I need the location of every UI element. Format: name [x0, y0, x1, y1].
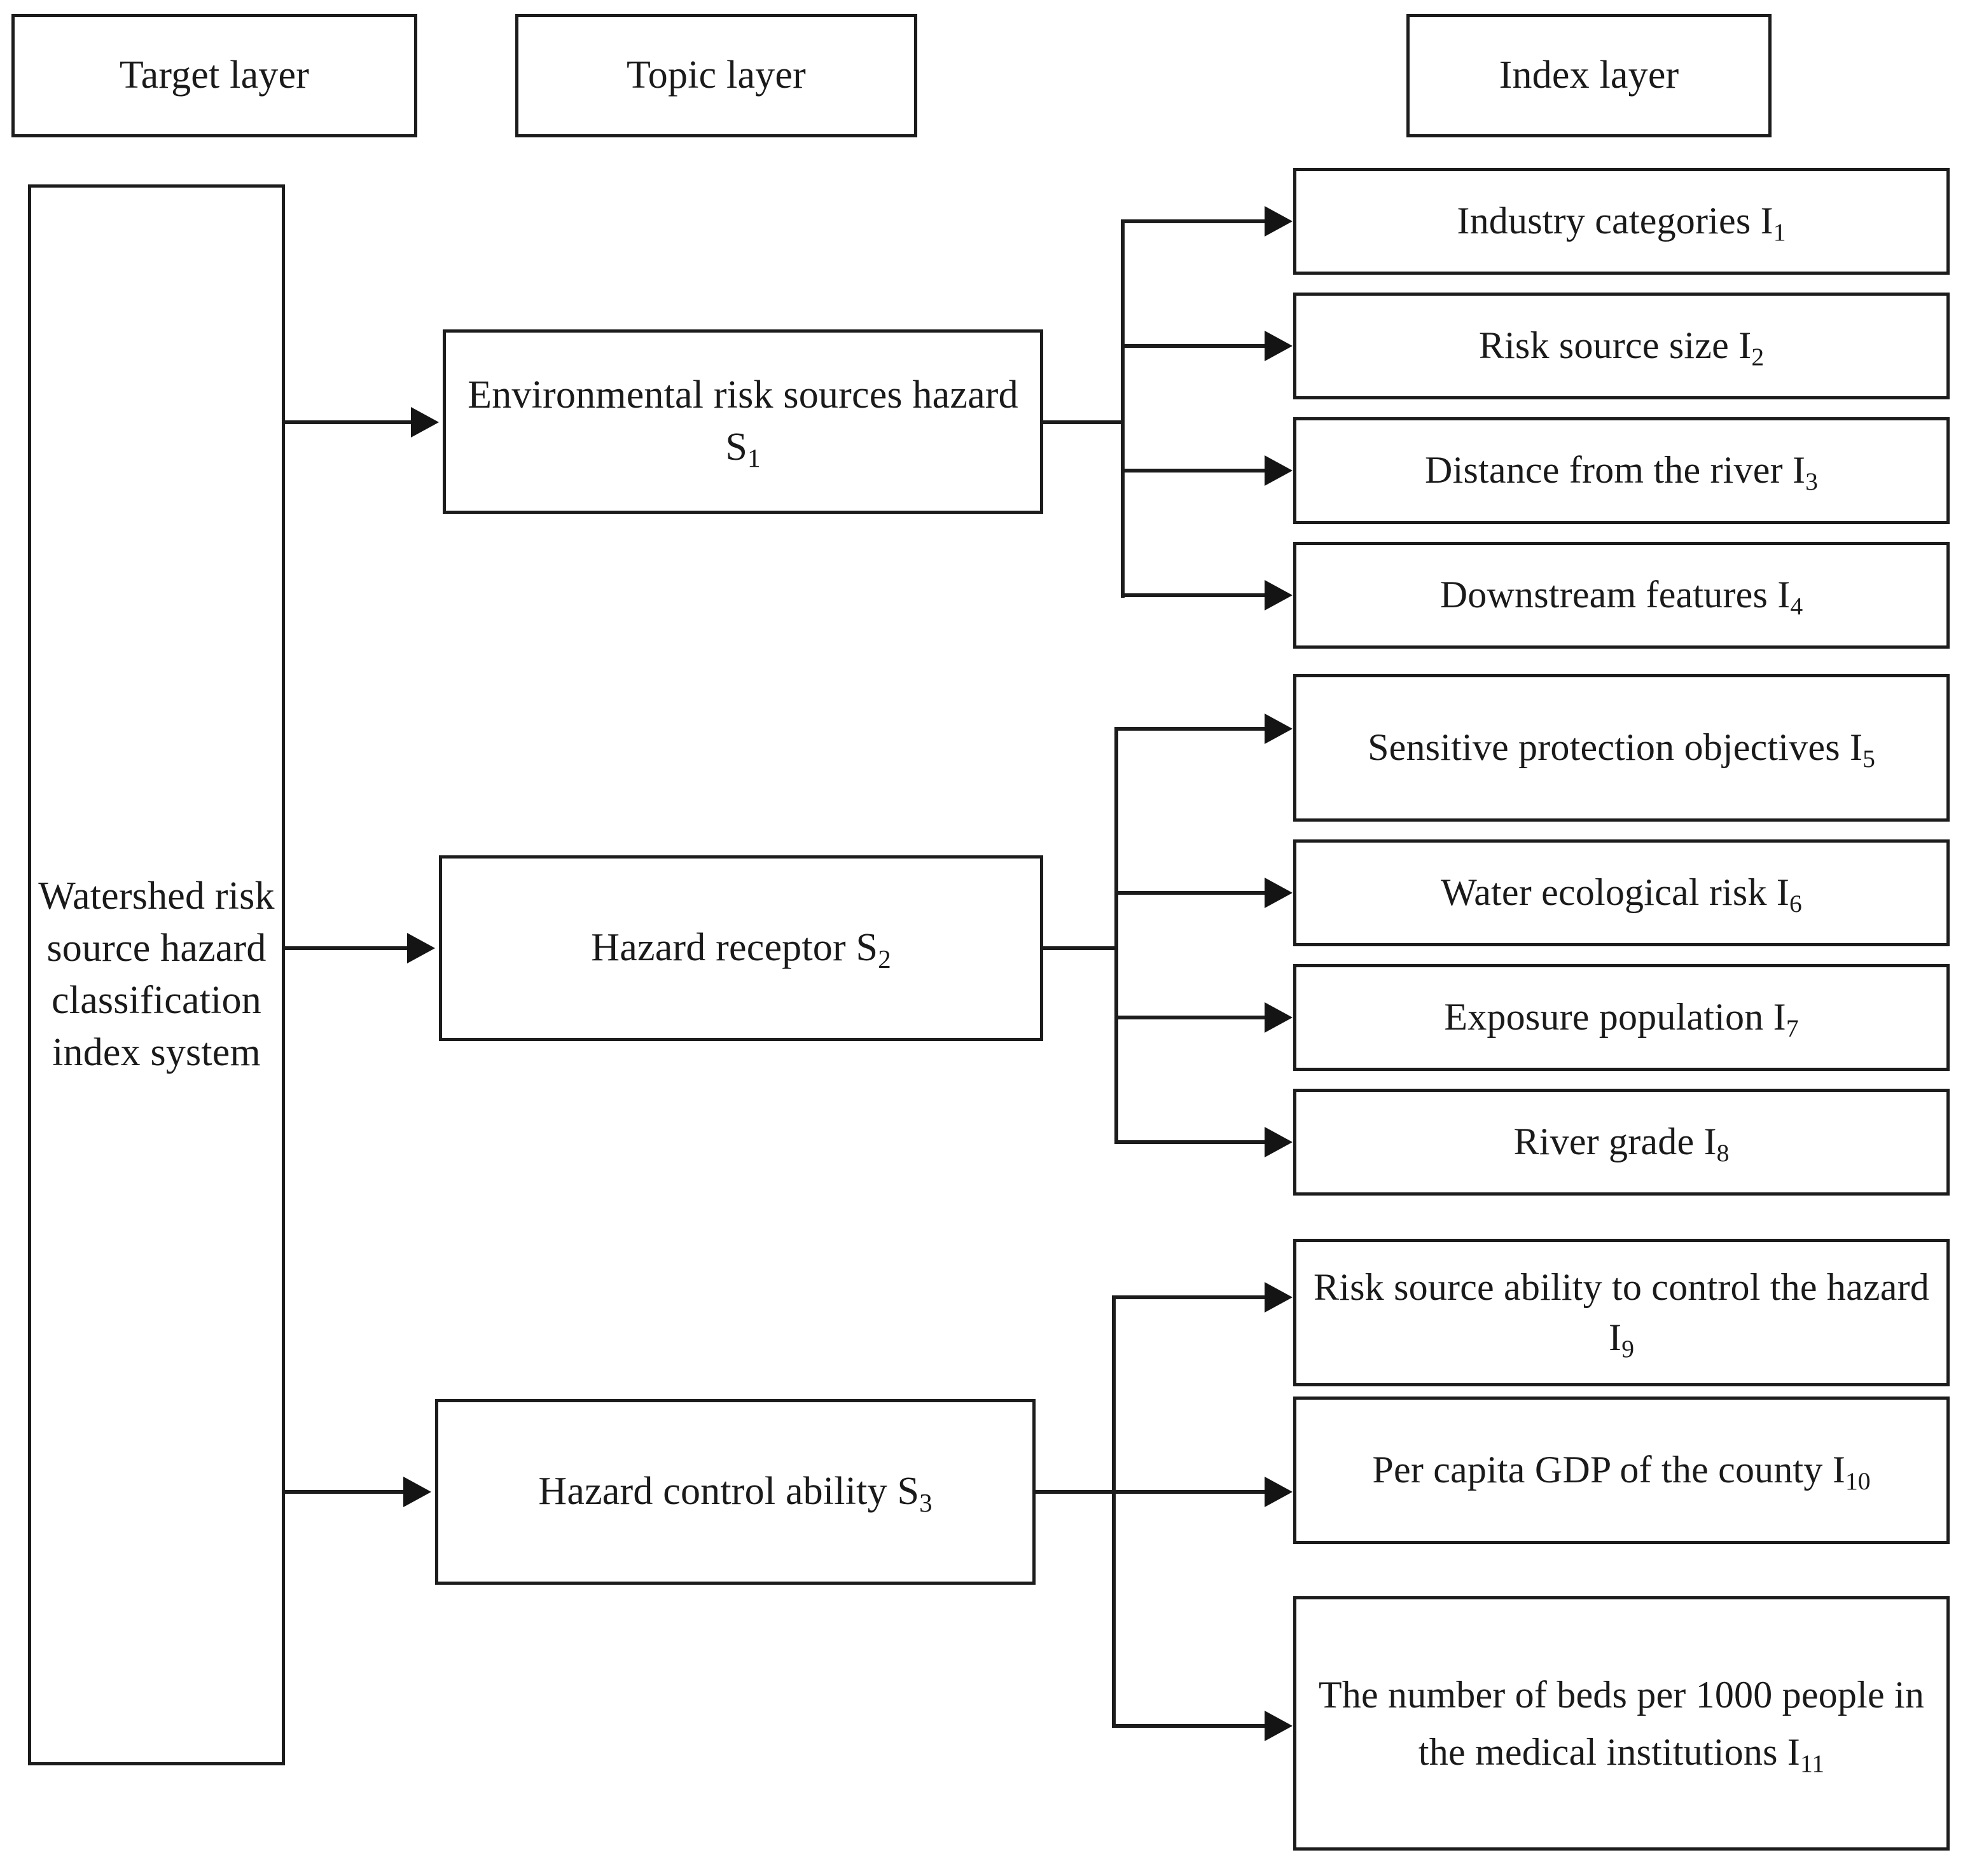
arrowhead-s3-to-i11 [1265, 1711, 1293, 1741]
connector-s2-to-i7 [1114, 1016, 1265, 1019]
index-node-i6-text: Water ecological risk I [1441, 871, 1790, 914]
connector-s3-to-i11 [1112, 1724, 1265, 1728]
index-node-i9-label: Risk source ability to control the hazar… [1296, 1262, 1946, 1363]
index-node-i10-subscript: 10 [1845, 1467, 1871, 1496]
index-node-i1-label: Industry categories I1 [1296, 196, 1946, 246]
connector-s2-stem [1043, 946, 1118, 950]
index-node-i1-text: Industry categories I [1457, 200, 1773, 242]
index-node-i1-subscript: 1 [1773, 218, 1786, 247]
arrowhead-s2-to-i5 [1265, 714, 1293, 744]
index-node-i5-subscript: 5 [1862, 745, 1875, 773]
index-node-i11-text: The number of beds per 1000 people in th… [1318, 1674, 1925, 1773]
index-node-i6-subscript: 6 [1789, 890, 1802, 918]
index-node-i7-text: Exposure population I [1444, 996, 1786, 1038]
topic-node-s3[interactable]: Hazard control ability S3 [435, 1399, 1036, 1585]
index-node-i2-subscript: 2 [1751, 343, 1765, 371]
connector-target-to-s1 [285, 420, 411, 424]
connector-s3-trunk [1112, 1297, 1116, 1726]
topic-node-s1[interactable]: Environmental risk sources hazard S1 [443, 329, 1043, 514]
header-index-layer: Index layer [1406, 14, 1772, 137]
index-node-i4-subscript: 4 [1790, 592, 1803, 621]
arrowhead-s1-to-i4 [1265, 580, 1293, 610]
header-topic-layer: Topic layer [515, 14, 917, 137]
arrowhead-target-to-s1 [411, 407, 439, 438]
header-topic-layer-label: Topic layer [627, 53, 806, 97]
topic-node-s2-label: Hazard receptor S2 [442, 922, 1040, 974]
index-node-i4-text: Downstream features I [1439, 574, 1791, 616]
topic-node-s2-subscript: 2 [878, 944, 891, 974]
topic-node-s3-text: Hazard control ability S [538, 1470, 920, 1514]
index-node-i6[interactable]: Water ecological risk I6 [1293, 839, 1950, 946]
index-node-i3[interactable]: Distance from the river I3 [1293, 417, 1950, 524]
index-node-i10-label: Per capita GDP of the county I10 [1296, 1445, 1946, 1495]
connector-s3-stem [1036, 1490, 1112, 1494]
connector-s1-to-i4 [1121, 593, 1265, 597]
topic-node-s3-label: Hazard control ability S3 [438, 1466, 1032, 1518]
topic-node-s3-subscript: 3 [919, 1488, 933, 1517]
connector-s2-trunk [1114, 729, 1118, 1143]
index-node-i7[interactable]: Exposure population I7 [1293, 964, 1950, 1071]
index-node-i1[interactable]: Industry categories I1 [1293, 168, 1950, 275]
connector-s2-to-i5 [1114, 727, 1265, 731]
header-target-layer: Target layer [11, 14, 417, 137]
index-node-i7-label: Exposure population I7 [1296, 992, 1946, 1042]
index-node-i5-label: Sensitive protection objectives I5 [1296, 722, 1946, 773]
index-node-i9-subscript: 9 [1621, 1335, 1634, 1363]
index-node-i5[interactable]: Sensitive protection objectives I5 [1293, 674, 1950, 822]
header-target-layer-label: Target layer [119, 53, 310, 97]
index-node-i5-text: Sensitive protection objectives I [1368, 726, 1863, 769]
connector-s1-to-i3 [1121, 469, 1265, 472]
index-node-i9-text: Risk source ability to control the hazar… [1314, 1266, 1929, 1358]
index-node-i3-subscript: 3 [1805, 467, 1818, 496]
topic-node-s1-subscript: 1 [747, 444, 761, 473]
arrowhead-s2-to-i8 [1265, 1127, 1293, 1157]
arrowhead-s1-to-i1 [1265, 206, 1293, 237]
index-node-i11-subscript: 11 [1800, 1749, 1825, 1778]
index-node-i6-label: Water ecological risk I6 [1296, 867, 1946, 918]
index-node-i3-label: Distance from the river I3 [1296, 445, 1946, 495]
target-node[interactable]: Watershed risk source hazard classificat… [28, 184, 285, 1765]
index-node-i8-label: River grade I8 [1296, 1117, 1946, 1167]
connector-s2-to-i6 [1114, 891, 1265, 895]
topic-node-s1-text: Environmental risk sources hazard S [468, 373, 1018, 469]
topic-node-s2[interactable]: Hazard receptor S2 [439, 855, 1043, 1041]
target-node-label: Watershed risk source hazard classificat… [38, 874, 275, 1074]
topic-node-s2-text: Hazard receptor S [591, 926, 878, 970]
arrowhead-s2-to-i7 [1265, 1002, 1293, 1033]
index-node-i11-label: The number of beds per 1000 people in th… [1296, 1666, 1946, 1781]
arrowhead-s1-to-i2 [1265, 331, 1293, 361]
index-node-i2-label: Risk source size I2 [1296, 321, 1946, 371]
arrowhead-s2-to-i6 [1265, 878, 1293, 908]
index-node-i4[interactable]: Downstream features I4 [1293, 542, 1950, 649]
index-node-i4-label: Downstream features I4 [1296, 570, 1946, 620]
index-node-i9[interactable]: Risk source ability to control the hazar… [1293, 1239, 1950, 1386]
arrowhead-s1-to-i3 [1265, 455, 1293, 486]
connector-target-to-s2 [285, 946, 407, 950]
connector-s1-to-i2 [1121, 344, 1265, 348]
connector-s1-trunk [1121, 221, 1125, 598]
index-node-i8[interactable]: River grade I8 [1293, 1089, 1950, 1196]
index-node-i10[interactable]: Per capita GDP of the county I10 [1293, 1397, 1950, 1544]
connector-s2-to-i8 [1114, 1140, 1265, 1144]
header-index-layer-label: Index layer [1499, 53, 1679, 97]
index-node-i2[interactable]: Risk source size I2 [1293, 293, 1950, 399]
connector-s3-to-i9 [1112, 1295, 1265, 1299]
index-node-i10-text: Per capita GDP of the county I [1372, 1449, 1845, 1491]
arrowhead-s3-to-i10 [1265, 1477, 1293, 1507]
index-node-i11[interactable]: The number of beds per 1000 people in th… [1293, 1596, 1950, 1851]
connector-target-to-s3 [285, 1490, 403, 1494]
arrowhead-s3-to-i9 [1265, 1282, 1293, 1313]
index-node-i8-text: River grade I [1513, 1121, 1717, 1163]
index-node-i7-subscript: 7 [1786, 1014, 1799, 1043]
connector-s1-stem [1043, 420, 1125, 424]
index-node-i8-subscript: 8 [1716, 1139, 1730, 1168]
arrowhead-target-to-s3 [403, 1477, 431, 1507]
arrowhead-target-to-s2 [407, 933, 435, 963]
index-node-i2-text: Risk source size I [1478, 324, 1752, 367]
connector-s3-to-i10 [1112, 1490, 1265, 1494]
connector-s1-to-i1 [1121, 219, 1265, 223]
index-node-i3-text: Distance from the river I [1425, 449, 1806, 492]
topic-node-s1-label: Environmental risk sources hazard S1 [446, 369, 1040, 474]
